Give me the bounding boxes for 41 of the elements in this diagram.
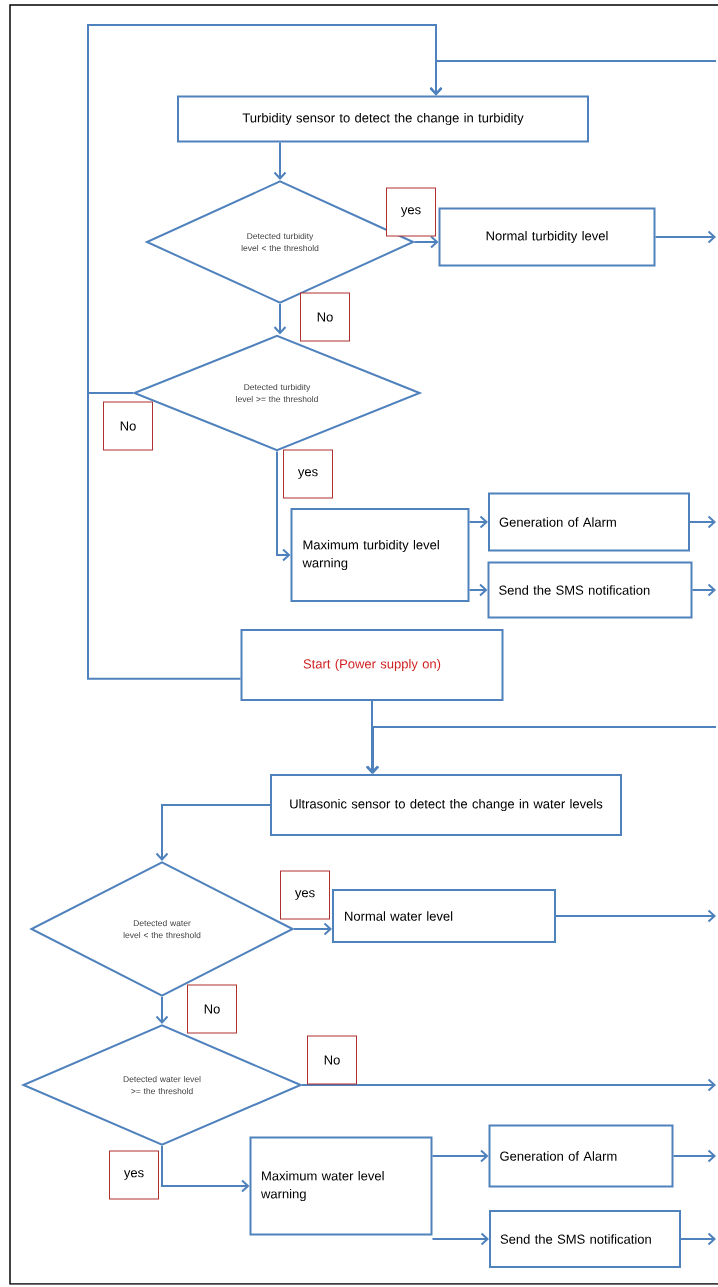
process-box: Normal turbidity level — [438, 207, 656, 267]
arrow — [431, 1232, 489, 1246]
edge-label: yes — [109, 1150, 159, 1200]
arrow — [161, 1145, 250, 1193]
arrow — [654, 230, 716, 244]
process-box: Generation of Alarm — [488, 1124, 674, 1188]
arrow — [273, 303, 287, 335]
arrow — [293, 922, 332, 936]
process-box: Send the SMS notification — [489, 1210, 681, 1268]
arrow — [155, 804, 271, 861]
process-box: Maximum turbidity level warning — [290, 508, 470, 602]
arrow — [468, 515, 488, 529]
arrow — [276, 450, 291, 562]
arrow — [365, 700, 379, 774]
edge-label: yes — [386, 187, 436, 237]
arrow — [468, 583, 488, 597]
process-box: Send the SMS notification — [487, 561, 693, 619]
arrow — [273, 141, 287, 180]
arrow — [691, 583, 716, 597]
edge-label: yes — [283, 449, 333, 499]
process-box: Generation of Alarm — [488, 492, 690, 552]
arrow — [689, 515, 716, 529]
edge-label: yes — [280, 870, 330, 920]
arrow — [301, 1078, 716, 1092]
arrow — [413, 235, 439, 249]
arrow — [680, 1232, 716, 1246]
edge-label: No — [307, 1035, 357, 1085]
process-box: Ultrasonic sensor to detect the change in water levels — [270, 774, 622, 836]
process-box: Maximum water level warning — [249, 1136, 433, 1236]
arrow — [366, 726, 717, 774]
edge-label: No — [187, 984, 237, 1034]
edge-label: No — [103, 401, 153, 451]
arrow — [672, 1149, 716, 1163]
process-box: Normal water level — [332, 889, 556, 943]
arrow — [555, 909, 716, 923]
arrow — [431, 1149, 489, 1163]
arrow — [155, 996, 169, 1024]
process-box: Turbidity sensor to detect the change in turbidity — [177, 95, 589, 143]
arrow — [87, 24, 443, 394]
edge-label: No — [300, 292, 350, 342]
process-box: Start (Power supply on) — [240, 629, 504, 701]
